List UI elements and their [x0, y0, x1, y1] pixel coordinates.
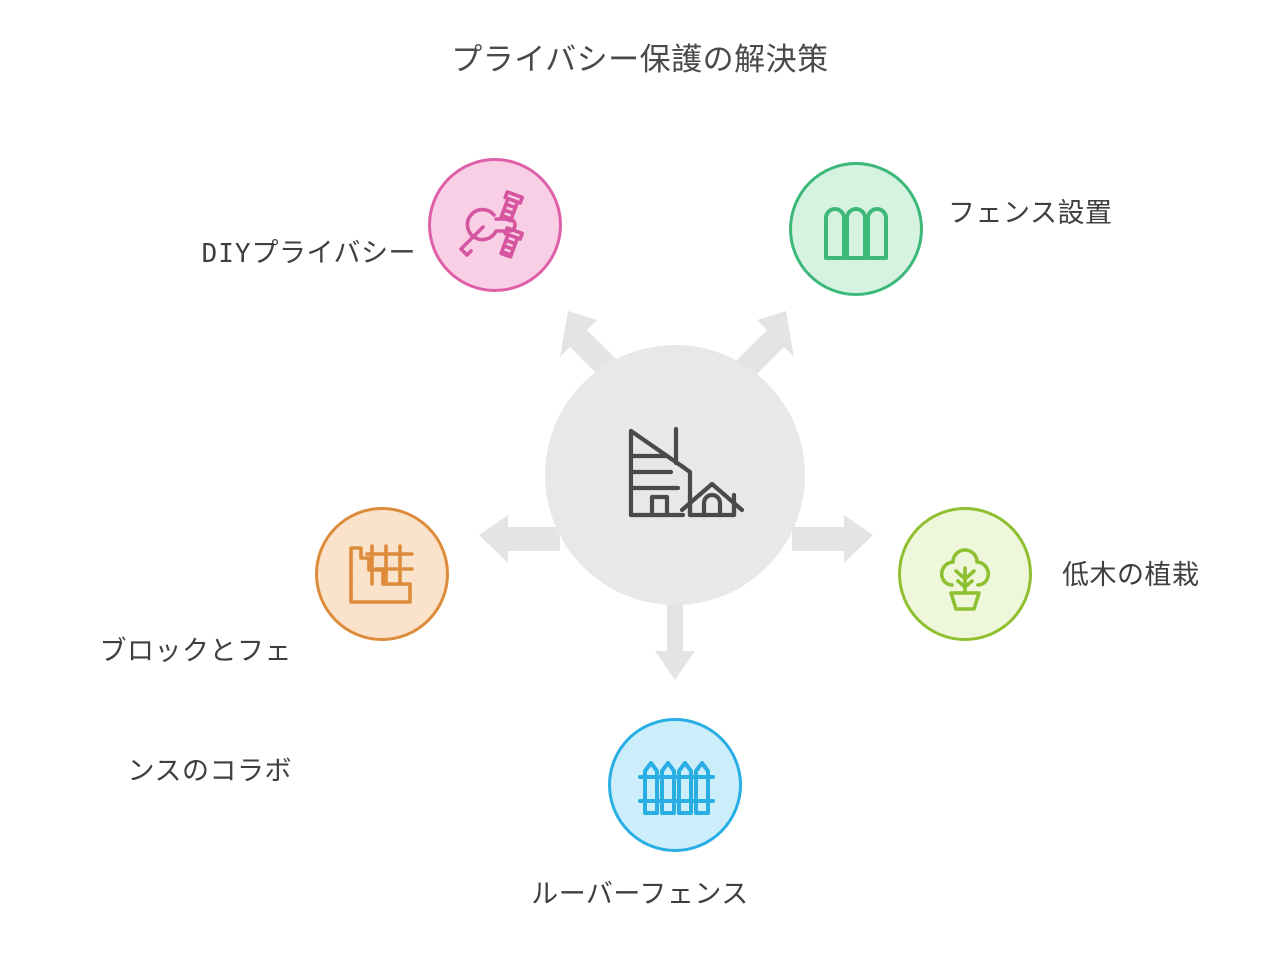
- arrow-to-louver-fence: [655, 599, 695, 680]
- node-louver-fence-label: ルーバーフェンス: [531, 879, 749, 909]
- potted-shrub-icon: [920, 529, 1010, 619]
- node-diy-label-prefix: DIY: [201, 239, 252, 269]
- node-diy-label: DIYプライバシー: [124, 193, 416, 314]
- node-diy-label-rest: プライバシー: [251, 238, 416, 268]
- node-fence-install-label: フェンス設置: [948, 198, 1113, 228]
- page-title: プライバシー保護の解決策: [451, 42, 829, 77]
- arrow-to-shrub-planting: [792, 515, 873, 563]
- picket-fence-icon: [629, 739, 721, 831]
- node-fence-install[interactable]: [789, 162, 923, 296]
- node-louver-fence[interactable]: [608, 718, 742, 852]
- center-hub[interactable]: [545, 345, 805, 605]
- arrow-to-block-fence-combo: [479, 515, 560, 563]
- house-and-building-icon: [605, 405, 745, 545]
- node-diy[interactable]: [428, 158, 562, 292]
- node-shrub-planting[interactable]: [898, 507, 1032, 641]
- node-block-fence-combo-label: ブロックとフェ ンスのコラボ: [16, 551, 292, 871]
- wrench-and-screws-icon: [449, 179, 541, 271]
- node-block-fence-combo[interactable]: [315, 507, 449, 641]
- block-wall-lattice-icon: [336, 528, 428, 620]
- node-block-fence-combo-label-line2: ンスのコラボ: [127, 756, 292, 786]
- node-block-fence-combo-label-line1: ブロックとフェ: [99, 636, 292, 666]
- node-shrub-planting-label: 低木の植栽: [1062, 560, 1200, 590]
- solid-fence-icon: [813, 186, 899, 272]
